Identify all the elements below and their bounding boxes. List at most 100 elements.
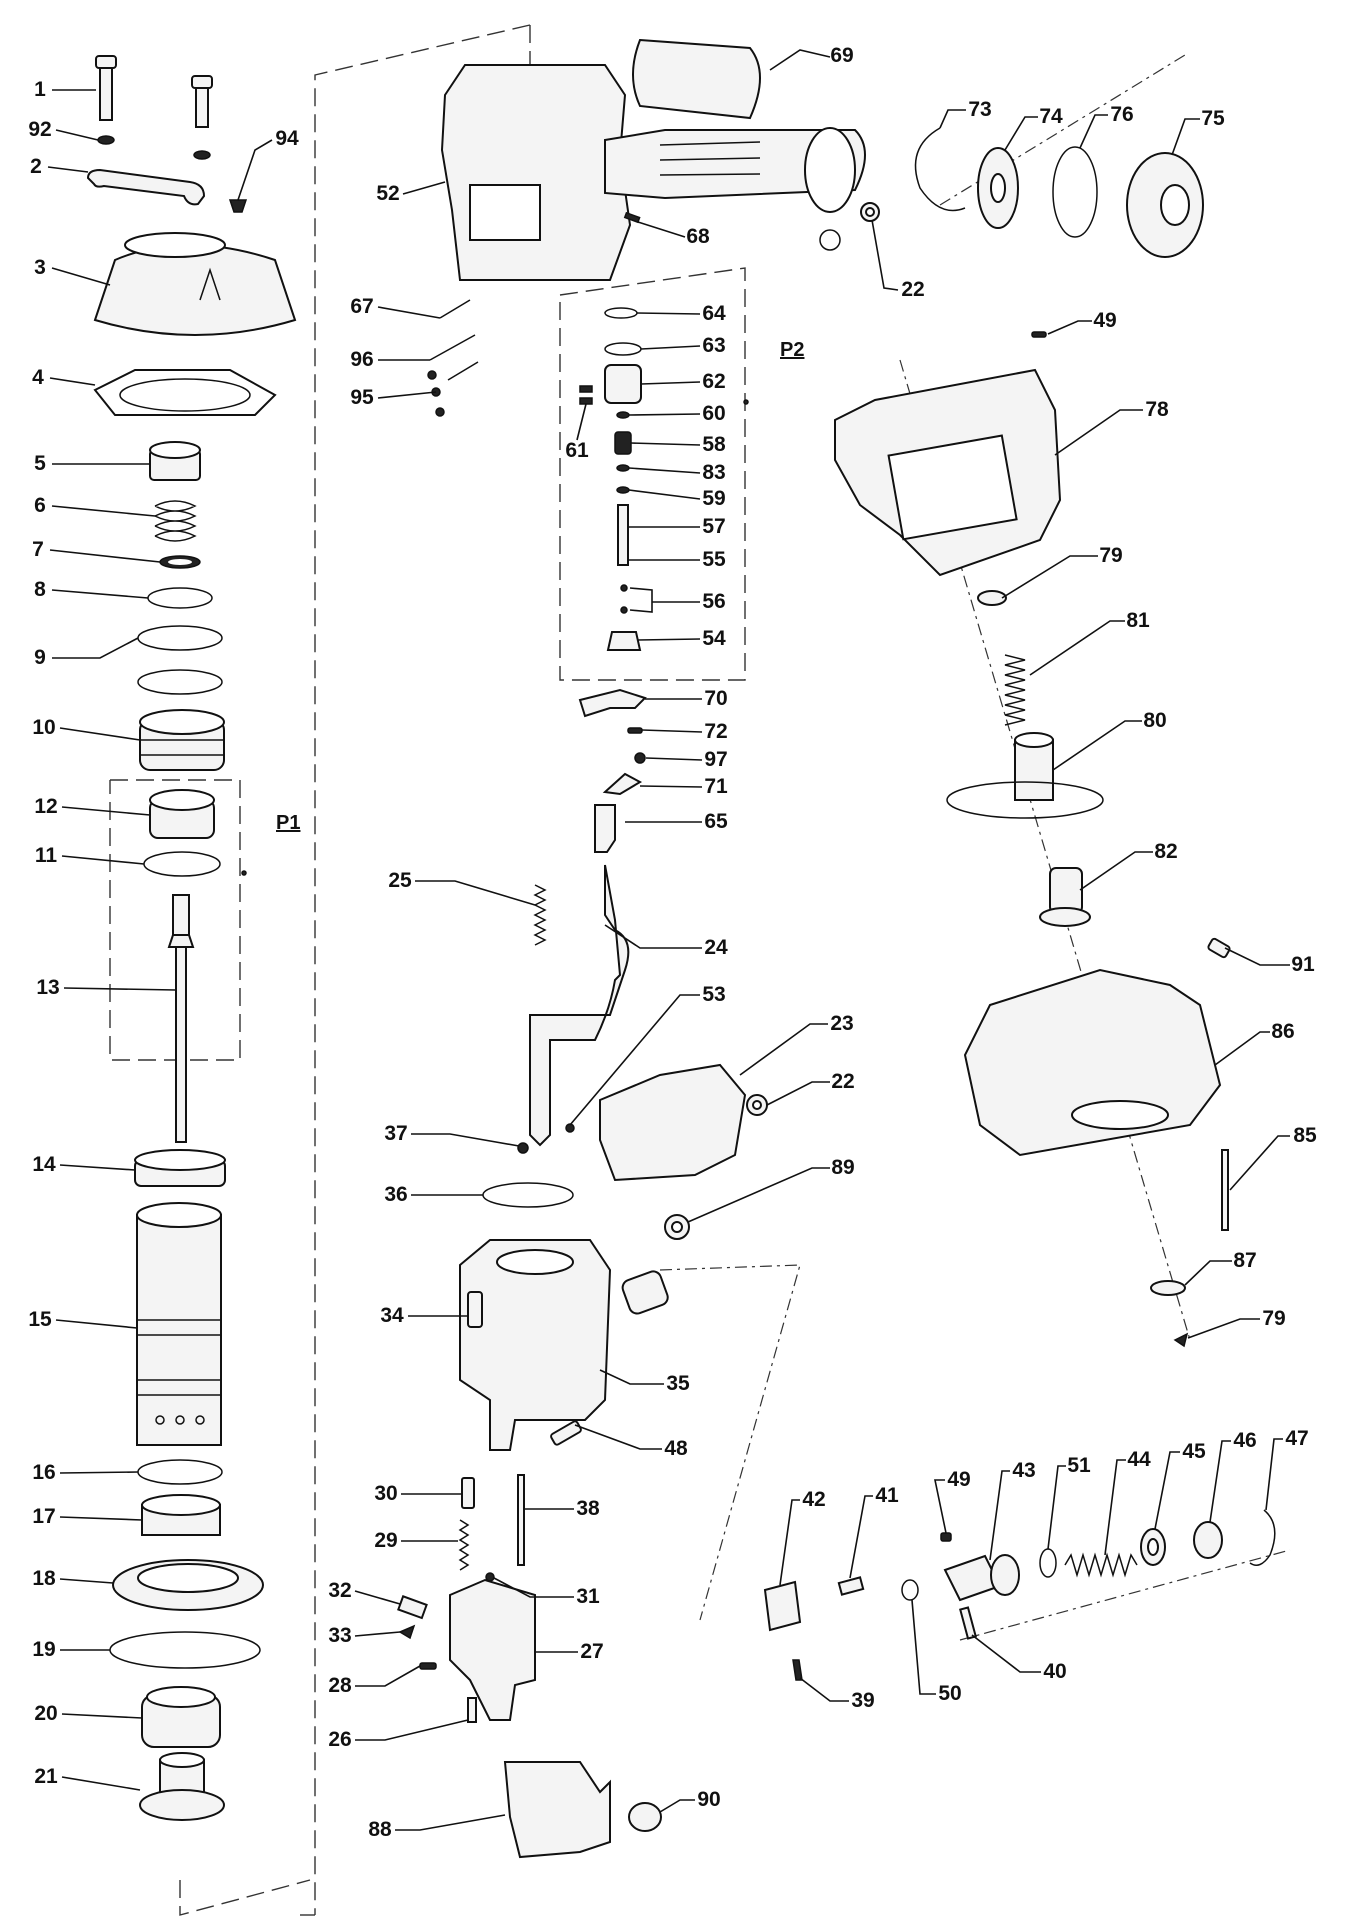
leader-line-p50 (911, 1599, 936, 1695)
leader-line-p80 (1052, 720, 1142, 771)
part-label-p35: 35 (666, 1372, 690, 1395)
part-label-p33: 33 (328, 1624, 351, 1647)
part-label-p7: 7 (32, 538, 44, 561)
part-label-p96: 96 (350, 348, 373, 371)
part-label-p44: 44 (1127, 1448, 1151, 1471)
leader-line-p51 (1047, 1465, 1066, 1550)
part-label-p65: 65 (704, 810, 728, 833)
leader-line-p8 (51, 589, 149, 599)
part-label-p20: 20 (34, 1702, 57, 1725)
leader-line-p78 (1054, 409, 1143, 456)
leader-line-p49a (1047, 320, 1092, 335)
part-label-p56: 56 (702, 590, 725, 613)
valve-group-parts (579, 307, 642, 651)
part-label-p40: 40 (1043, 1660, 1066, 1683)
leader-line-p59 (628, 489, 701, 500)
part-label-p37: 37 (384, 1122, 407, 1145)
leader-line-p90 (659, 1799, 695, 1813)
leader-line-p94 (237, 139, 273, 201)
leader-line-p58 (630, 442, 701, 446)
leader-line-p68 (637, 221, 686, 238)
leader-line-p31 (493, 1577, 574, 1598)
part-label-p70: 70 (704, 687, 727, 710)
leader-line-p16 (59, 1471, 139, 1474)
assembly-outline (109, 24, 1291, 1916)
leader-line-p60 (628, 413, 701, 416)
part-label-p69: 69 (830, 44, 853, 67)
part-label-p25: 25 (388, 869, 412, 892)
leader-line-p73 (939, 109, 966, 129)
leader-line-p71 (639, 785, 703, 788)
upper-body-parts (427, 38, 1204, 417)
part-label-p12: 12 (34, 795, 57, 818)
feeder-parts (763, 1509, 1276, 1681)
leader-line-p37 (411, 1133, 520, 1147)
leader-line-p89 (687, 1167, 830, 1223)
leader-lines (47, 49, 1290, 1831)
leader-line-p47 (1265, 1438, 1283, 1511)
part-label-p14: 14 (32, 1153, 56, 1176)
trigger-parts (397, 688, 768, 1859)
part-label-p68: 68 (686, 225, 710, 248)
part-label-p63: 63 (702, 334, 725, 357)
part-label-p1: 1 (34, 78, 46, 101)
leader-line-p15 (55, 1319, 138, 1329)
leader-line-p44 (1104, 1459, 1126, 1556)
part-label-p83: 83 (702, 461, 725, 484)
part-label-p73: 73 (968, 98, 991, 121)
leader-line-p28 (355, 1665, 421, 1687)
part-label-p85: 85 (1293, 1124, 1317, 1147)
part-label-p22a: 22 (901, 278, 924, 301)
leader-line-p14 (59, 1164, 136, 1171)
leader-line-p2 (47, 166, 89, 173)
part-label-p92: 92 (28, 118, 51, 141)
part-label-p31: 31 (576, 1585, 600, 1608)
part-label-p89: 89 (831, 1156, 854, 1179)
leader-line-p33 (354, 1631, 401, 1637)
part-label-p55: 55 (702, 548, 726, 571)
part-label-p19: 19 (32, 1638, 55, 1661)
leader-line-p56 (629, 587, 700, 613)
part-label-p91: 91 (1291, 953, 1315, 976)
part-label-p24: 24 (704, 936, 728, 959)
part-label-p54: 54 (702, 627, 726, 650)
leader-line-p32 (354, 1590, 401, 1605)
part-label-p90: 90 (697, 1788, 720, 1811)
part-label-p60: 60 (702, 402, 725, 425)
group-label-p2: P2 (780, 339, 804, 361)
part-label-p29: 29 (374, 1529, 397, 1552)
part-label-p4: 4 (32, 366, 44, 389)
part-label-p32: 32 (328, 1579, 351, 1602)
part-label-p38: 38 (576, 1497, 600, 1520)
part-label-p27: 27 (580, 1640, 603, 1663)
part-label-p9: 9 (34, 646, 46, 669)
leader-line-p95 (377, 391, 437, 399)
leader-line-p72 (641, 729, 703, 733)
leader-line-p41 (849, 1495, 873, 1579)
leader-line-p9 (52, 637, 139, 659)
leader-line-p85 (1229, 1135, 1290, 1191)
part-label-p53: 53 (702, 983, 725, 1006)
leader-line-p35 (599, 1369, 664, 1385)
leader-line-p7 (49, 549, 161, 563)
part-label-p49b: 49 (947, 1468, 970, 1491)
part-label-p76: 76 (1110, 103, 1133, 126)
part-label-p3: 3 (34, 256, 46, 279)
leader-line-p46 (1209, 1440, 1231, 1523)
leader-line-p64 (636, 312, 701, 315)
part-label-p48: 48 (664, 1437, 688, 1460)
leader-line-p86 (1214, 1031, 1270, 1066)
part-label-p50: 50 (938, 1682, 961, 1705)
leader-line-p45 (1154, 1451, 1180, 1530)
leader-line-p10 (59, 727, 141, 741)
part-label-p86: 86 (1271, 1020, 1294, 1043)
part-label-p81: 81 (1126, 609, 1150, 632)
leader-line-p11 (61, 855, 145, 865)
part-label-p88: 88 (368, 1818, 392, 1841)
part-label-p21: 21 (34, 1765, 58, 1788)
leader-line-p97 (645, 757, 703, 761)
leader-line-p3 (51, 267, 111, 286)
leader-line-p13 (63, 987, 177, 991)
leader-line-p74 (1004, 116, 1038, 151)
